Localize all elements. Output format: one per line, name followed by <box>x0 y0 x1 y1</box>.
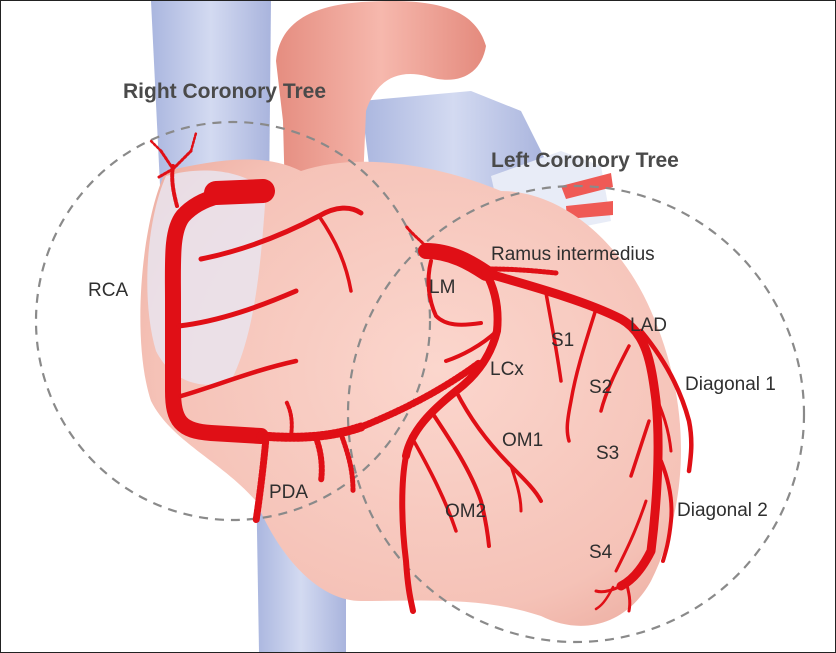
label-lad: LAD <box>630 315 667 336</box>
label-om1: OM1 <box>502 430 543 451</box>
label-s2: S2 <box>589 377 612 398</box>
label-s1: S1 <box>551 330 574 351</box>
label-s3: S3 <box>596 443 619 464</box>
left-tree-title: Left Coronory Tree <box>491 149 679 172</box>
label-pda: PDA <box>269 482 308 503</box>
label-lcx: LCx <box>490 359 524 380</box>
label-rca: RCA <box>88 280 128 301</box>
label-diagonal-2: Diagonal 2 <box>677 500 768 521</box>
label-ramus-intermedius: Ramus intermedius <box>491 244 655 265</box>
label-om2: OM2 <box>445 501 486 522</box>
label-s4: S4 <box>589 542 613 563</box>
label-diagonal-1: Diagonal 1 <box>685 374 776 395</box>
label-lm: LM <box>429 277 455 298</box>
right-tree-title: Right Coronory Tree <box>123 80 326 103</box>
